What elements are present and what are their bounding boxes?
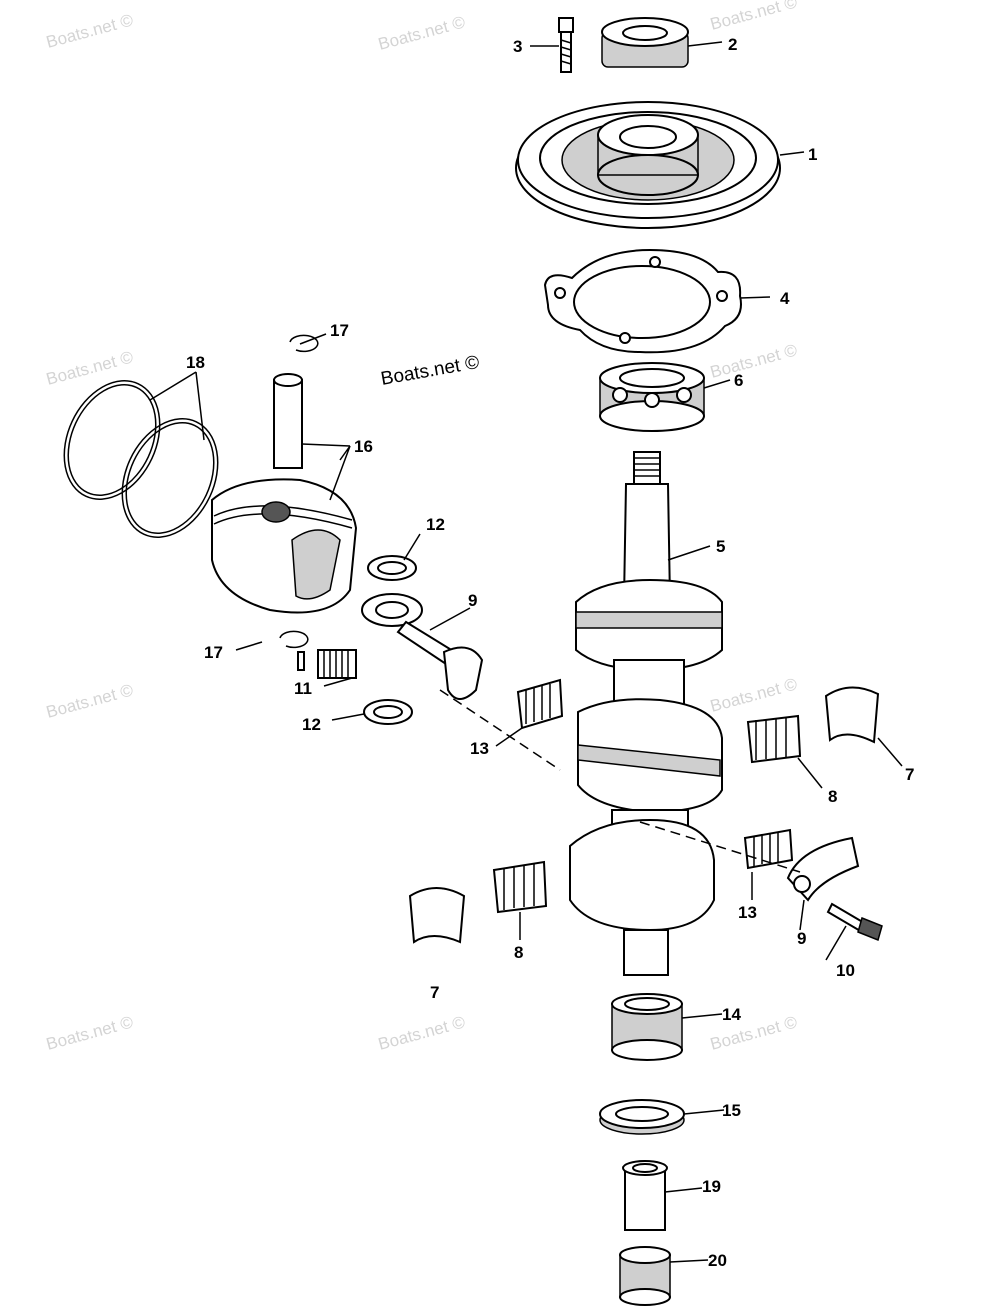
label-part-18: 18 (186, 353, 205, 372)
bushing-icon (622, 1160, 668, 1231)
small-bearing-icon (619, 1246, 671, 1306)
label-part-13-left: 13 (470, 739, 489, 758)
bearing-housing-icon (515, 101, 781, 229)
watermark: Boats.net © (44, 1012, 135, 1054)
label-part-17-bottom: 17 (204, 643, 223, 662)
roller-bearing-icon (611, 993, 683, 1061)
needle-bearing-icon (492, 714, 802, 914)
needle-cage-icon (317, 649, 357, 679)
label-part-19: 19 (702, 1177, 721, 1196)
label-part-5: 5 (716, 537, 725, 556)
label-part-20: 20 (708, 1251, 727, 1270)
label-part-9: 9 (797, 929, 806, 948)
label-part-6: 6 (734, 371, 743, 390)
ball-bearing-icon (599, 362, 705, 432)
watermark: Boats.net © (376, 1012, 467, 1054)
label-part-12-bottom: 12 (302, 715, 321, 734)
bearing-half-icon (516, 678, 794, 870)
piston-ring-icon (63, 380, 219, 538)
watermark: Boats.net © (44, 347, 135, 389)
label-part-11: 11 (294, 679, 312, 698)
label-part-16: 16 (354, 437, 373, 456)
label-part-8-left: 8 (514, 943, 523, 962)
label-part-15: 15 (722, 1101, 741, 1120)
cap-bolt-icon (826, 902, 883, 942)
watermark-main: Boats.net © (379, 352, 481, 390)
label-part-10: 10 (836, 961, 855, 980)
label-part-2: 2 (728, 35, 737, 54)
leader-lines (149, 41, 903, 1263)
piston-icon (211, 478, 358, 614)
needle-pin-icon (297, 651, 305, 671)
label-part-7: 7 (905, 765, 914, 784)
watermark: Boats.net © (708, 0, 799, 34)
label-part-4: 4 (780, 289, 790, 308)
seal-ring-icon (601, 17, 689, 68)
oil-seal-icon (599, 1099, 685, 1135)
label-part-7-left: 7 (430, 983, 439, 1002)
label-part-17-top: 17 (330, 321, 349, 340)
label-part-1: 1 (808, 145, 817, 164)
label-part-3: 3 (513, 37, 522, 56)
label-part-9-left: 9 (468, 591, 477, 610)
label-part-8: 8 (828, 787, 837, 806)
bolt-icon (558, 17, 574, 73)
watermark: Boats.net © (708, 674, 799, 716)
race-half-icon (408, 686, 880, 944)
piston-pin-icon (273, 373, 303, 469)
connecting-rod-icon (361, 593, 484, 700)
part-labels: 2 3 1 4 6 5 7 8 13 9 10 8 7 14 15 19 20 … (186, 35, 914, 1270)
crankshaft-icon (569, 451, 723, 976)
circlip-icon (279, 334, 319, 649)
rod-cap-icon (786, 836, 860, 902)
watermark: Boats.net © (708, 340, 799, 382)
washer-icon (363, 555, 417, 725)
label-part-13: 13 (738, 903, 757, 922)
label-part-12-top: 12 (426, 515, 445, 534)
watermark: Boats.net © (376, 12, 467, 54)
watermark: Boats.net © (44, 10, 135, 52)
label-part-14: 14 (722, 1005, 741, 1024)
watermark: Boats.net © (44, 680, 135, 722)
gasket-icon (543, 248, 742, 354)
